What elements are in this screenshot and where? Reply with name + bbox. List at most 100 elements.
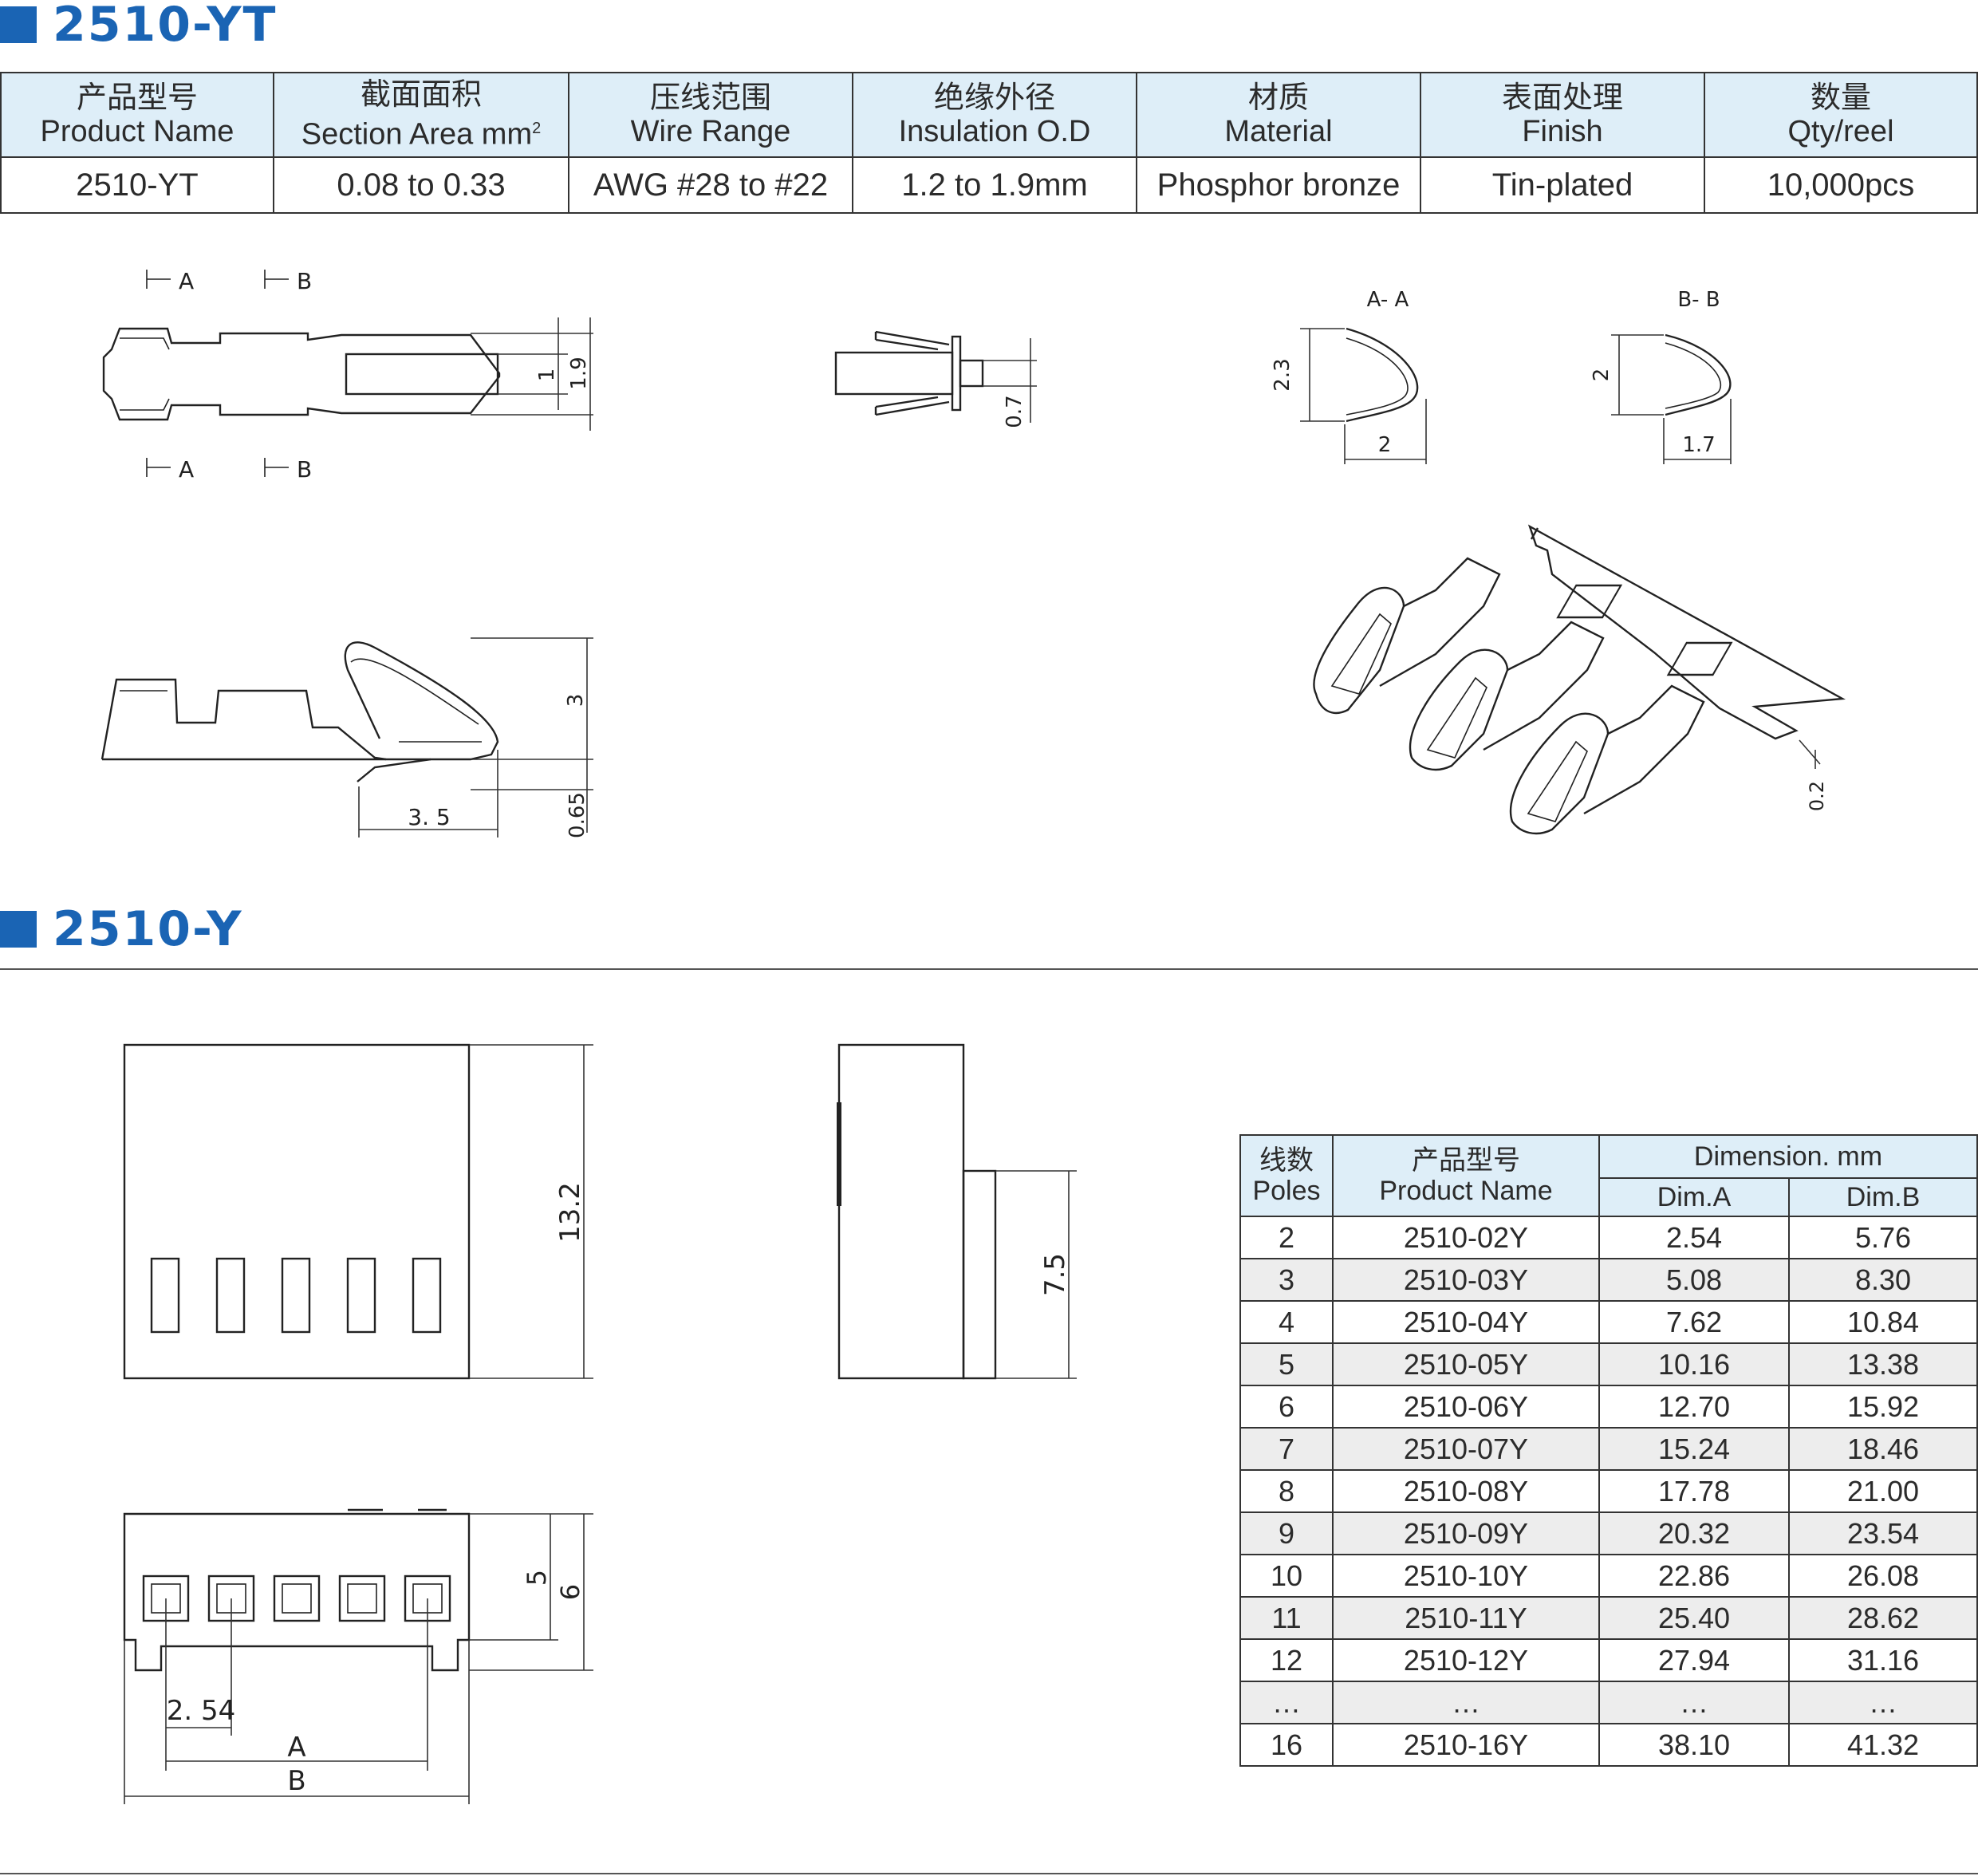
table-cell: 23.54 xyxy=(1788,1511,1978,1555)
table-cell: 2.54 xyxy=(1598,1216,1790,1259)
svg-text:2. 54: 2. 54 xyxy=(167,1695,236,1727)
dims-header-dim-a: Dim.A xyxy=(1598,1177,1790,1217)
table-cell: 31.16 xyxy=(1788,1638,1978,1682)
table-cell: 3 xyxy=(1239,1258,1334,1302)
section-aa-view: A- A 2.3 2 xyxy=(1271,288,1427,464)
table-cell: 22.86 xyxy=(1598,1554,1790,1598)
table-cell: 26.08 xyxy=(1788,1554,1978,1598)
table-cell: 8 xyxy=(1239,1469,1334,1513)
section-title-text: 2510-Y xyxy=(53,901,243,957)
table-cell: 5.08 xyxy=(1598,1258,1790,1302)
spec-cell: 10,000pcs xyxy=(1704,156,1978,214)
housing-cavities xyxy=(142,1574,451,1622)
table-cell: 17.78 xyxy=(1598,1469,1790,1513)
svg-text:A- A: A- A xyxy=(1367,288,1409,312)
table-cell: 10 xyxy=(1239,1554,1334,1598)
table-cell: 2510-07Y xyxy=(1332,1427,1600,1471)
table-cell: … xyxy=(1788,1681,1978,1724)
table-cell: 2510-09Y xyxy=(1332,1511,1600,1555)
svg-text:2.3: 2.3 xyxy=(1271,358,1294,391)
svg-text:7.5: 7.5 xyxy=(1039,1253,1071,1296)
terminal-side-view: 3 0.65 3. 5 xyxy=(100,637,593,838)
table-cell: 6 xyxy=(1239,1385,1334,1429)
svg-text:B: B xyxy=(297,268,312,294)
table-cell: 2510-12Y xyxy=(1332,1638,1600,1682)
table-cell: 41.32 xyxy=(1788,1723,1978,1767)
dims-header-dimension: Dimension. mm xyxy=(1598,1134,1978,1179)
table-cell: 18.46 xyxy=(1788,1427,1978,1471)
section-title-2510-yt: 2510-YT xyxy=(0,0,277,53)
dims-subheader-row: Dim.A Dim.B xyxy=(1240,1177,1978,1217)
section-bb-view: B- B 2 1.7 xyxy=(1590,288,1732,464)
table-cell: 10.84 xyxy=(1788,1300,1978,1344)
table-cell: 2510-11Y xyxy=(1332,1596,1600,1640)
section-marker-b-top: B xyxy=(264,268,312,294)
section-marker-b-bottom: B xyxy=(264,456,312,483)
table-cell: 2510-05Y xyxy=(1332,1342,1600,1386)
svg-text:A: A xyxy=(287,1732,305,1764)
terminal-top-view xyxy=(102,327,501,421)
spec-cell: 1.2 to 1.9mm xyxy=(852,156,1137,214)
table-cell: 5.76 xyxy=(1788,1216,1978,1259)
table-cell: 11 xyxy=(1239,1596,1334,1640)
table-cell: 5 xyxy=(1239,1342,1334,1386)
table-cell: 2510-08Y xyxy=(1332,1469,1600,1513)
table-cell: 2510-04Y xyxy=(1332,1300,1600,1344)
table-cell: 4 xyxy=(1239,1300,1334,1344)
spec-cell: AWG #28 to #22 xyxy=(568,156,853,214)
housing-bottom-view: 5 6 2. 54 A B xyxy=(123,1508,593,1804)
table-cell: 12.70 xyxy=(1598,1385,1790,1429)
table-cell: 38.10 xyxy=(1598,1723,1790,1767)
spec-cell: Tin-plated xyxy=(1420,156,1705,214)
table-row: ………… xyxy=(1239,1681,1978,1724)
table-cell: 7 xyxy=(1239,1427,1334,1471)
table-cell: 16 xyxy=(1239,1723,1334,1767)
section-marker-icon xyxy=(0,911,37,948)
table-cell: 2510-10Y xyxy=(1332,1554,1600,1598)
housing-drawing: 13.2 7.5 5 6 2. 54 xyxy=(123,1043,1077,1804)
svg-text:0.2: 0.2 xyxy=(1806,781,1828,811)
svg-text:1.7: 1.7 xyxy=(1682,433,1715,457)
section-title-2510-y: 2510-Y xyxy=(0,901,243,957)
svg-text:B: B xyxy=(287,1765,305,1797)
svg-text:2: 2 xyxy=(1590,368,1614,382)
dim-0-7-label: 0.7 xyxy=(1003,395,1026,428)
table-cell: 2510-02Y xyxy=(1332,1216,1600,1259)
table-cell: 13.38 xyxy=(1788,1342,1978,1386)
table-cell: 9 xyxy=(1239,1511,1334,1555)
svg-text:A: A xyxy=(179,456,194,483)
table-cell: 7.62 xyxy=(1598,1300,1790,1344)
table-cell: 15.24 xyxy=(1598,1427,1790,1471)
housing-side-view: 7.5 xyxy=(837,1043,1077,1380)
bottom-divider xyxy=(0,1873,1978,1874)
table-cell: 25.40 xyxy=(1598,1596,1790,1640)
table-cell: … xyxy=(1598,1681,1790,1724)
svg-text:3: 3 xyxy=(564,694,588,707)
table-cell: 27.94 xyxy=(1598,1638,1790,1682)
dim-1-label: 1 xyxy=(535,368,559,382)
table-cell: … xyxy=(1239,1681,1334,1724)
dims-header-dim-b: Dim.B xyxy=(1788,1177,1978,1217)
spec-cell: 2510-YT xyxy=(0,156,274,214)
table-cell: 12 xyxy=(1239,1638,1334,1682)
svg-text:A: A xyxy=(179,268,194,294)
svg-text:5: 5 xyxy=(522,1570,552,1586)
